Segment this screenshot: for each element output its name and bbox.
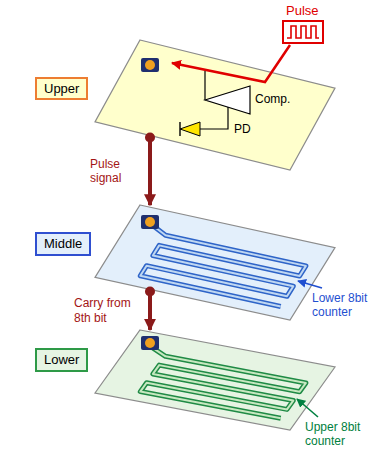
plate-shape [95,330,335,430]
layer-tag: Lower [35,348,88,372]
layer-label: Middle [44,236,82,252]
signal-label: Carry from 8th bit [74,296,140,325]
counter-trace-core [140,346,306,418]
counter-trace [140,224,306,307]
plate-outline [95,40,335,170]
part-label: Lower 8bit counter [312,291,382,320]
part-label: PD [234,122,251,136]
via-dot [145,60,155,70]
layer-label: Upper [44,81,79,97]
part-label: Upper 8bit counter [305,420,375,449]
plate-shape [95,40,335,170]
leader-line [297,399,318,417]
pulse-box [283,21,323,43]
signal-via [148,291,152,329]
comparator-output [204,71,205,100]
leader-line [298,281,322,288]
via-pad [141,58,159,72]
part-label: Comp. [255,92,290,106]
layer-label: Lower [44,352,79,368]
pulse-wire [172,45,290,82]
via-pads [141,58,159,350]
layer-tag: Upper [35,77,88,101]
via-pad [141,215,159,229]
signal-label: Pulse signal [90,157,140,186]
via-pad [141,336,159,350]
counter-trace [140,346,306,418]
counter-trace-core [140,224,306,307]
pd-wire [200,107,228,129]
photodiode-symbol [180,122,200,136]
via-dot [145,217,155,227]
signal-via [148,137,152,205]
part-label: Pulse [286,3,319,19]
pulse-wave [287,26,319,38]
plate-shape [95,205,335,320]
layer-tag: Middle [35,232,91,256]
layer-plate: Upper [95,40,335,170]
photodiode-bar [179,122,180,136]
counter-wiring [140,224,306,418]
via-dot [145,338,155,348]
